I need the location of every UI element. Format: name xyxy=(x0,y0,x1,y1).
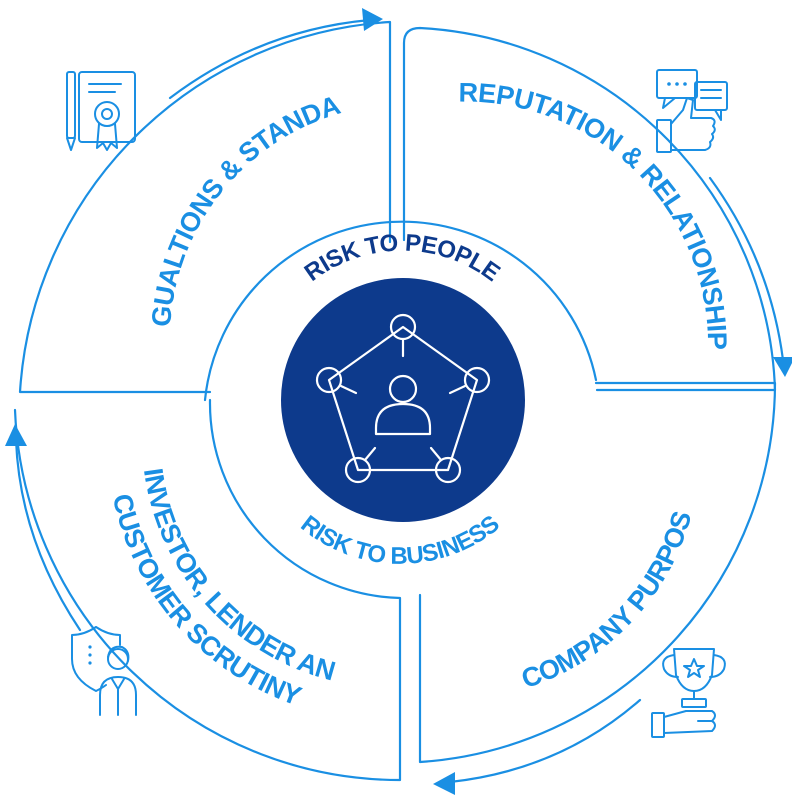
feedback-thumbs-up-icon xyxy=(656,69,728,153)
trophy-hand-icon xyxy=(651,648,726,738)
arrow-2-head xyxy=(773,357,792,377)
segment-2-frame xyxy=(402,26,777,392)
segment-3-frame xyxy=(418,381,777,764)
network-person-icon xyxy=(315,313,491,484)
shield-person-icon xyxy=(71,626,137,716)
cycle-arrows xyxy=(5,8,792,795)
arrow-3-line xyxy=(448,698,642,784)
arrow-4-line xyxy=(14,438,82,632)
certificate-icon xyxy=(66,71,136,151)
arrow-1-line xyxy=(168,18,372,100)
arrow-4-head xyxy=(5,424,27,446)
inner-ring xyxy=(203,220,598,402)
segment-1-label: 1. REGUALTIONS & STANDARDS xyxy=(0,0,343,328)
hub-circle xyxy=(281,278,525,522)
arrow-2-line xyxy=(708,176,785,362)
arrow-3-head xyxy=(433,772,455,795)
arrow-1-head xyxy=(362,8,383,31)
inner-ring-top-arc xyxy=(203,220,598,402)
center-hub xyxy=(281,278,525,522)
segment-4-frame xyxy=(13,398,402,782)
